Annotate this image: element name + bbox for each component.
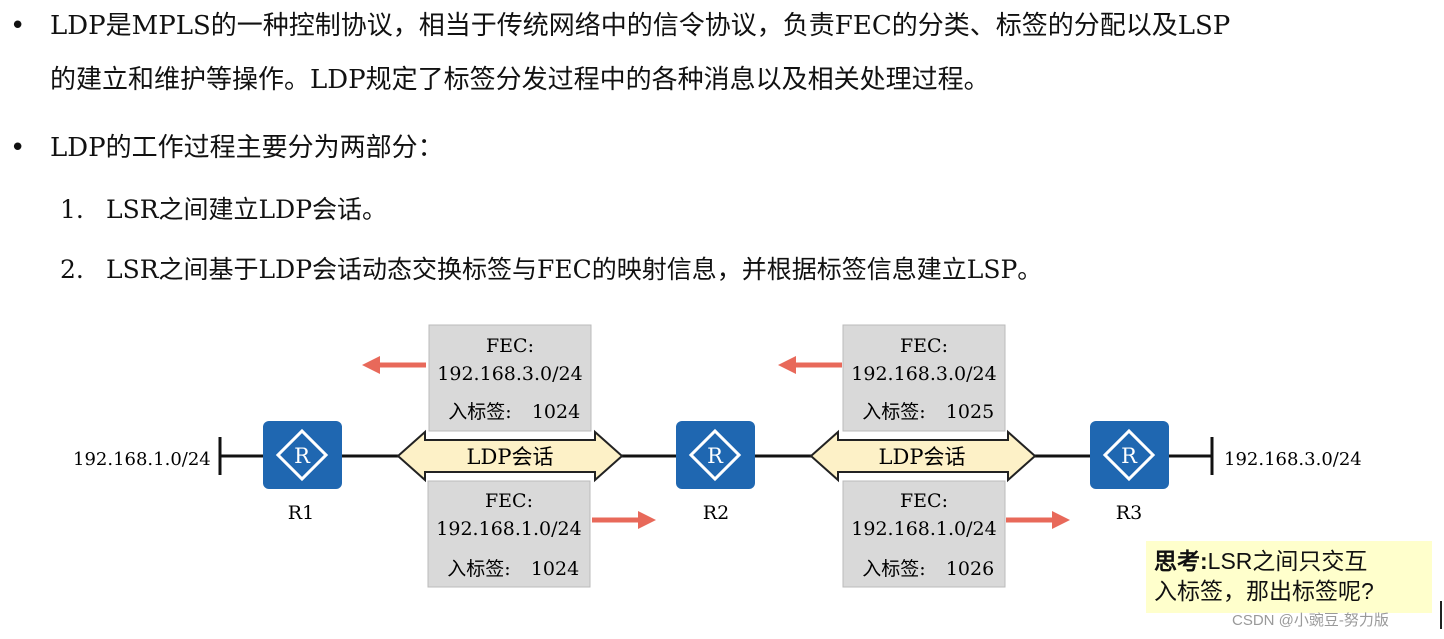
bullet-2-text: LDP的工作过程主要分为两部分： bbox=[50, 133, 444, 163]
in-label-prefix: 入标签: bbox=[862, 401, 925, 423]
fec-prefix: 192.168.3.0/24 bbox=[437, 363, 582, 385]
sub-item-2-number: 2. bbox=[60, 255, 84, 284]
session-arrow-shape bbox=[809, 429, 1037, 483]
think-title: 思考: bbox=[1154, 548, 1208, 574]
router-r2: R R2 bbox=[676, 421, 755, 524]
text-cursor bbox=[1440, 601, 1442, 629]
in-label-value: 1024 bbox=[531, 558, 579, 580]
in-label-value: 1026 bbox=[946, 558, 994, 580]
bullet-dot: • bbox=[10, 133, 26, 163]
fec-box-2: FEC: 192.168.1.0/24 入标签: 1024 bbox=[427, 480, 591, 588]
in-label-value: 1024 bbox=[532, 401, 580, 423]
sub-item-2-text: LSR之间基于LDP会话动态交换标签与FEC的映射信息，并根据标签信息建立LSP… bbox=[106, 255, 1043, 284]
svg-text:R: R bbox=[1121, 444, 1138, 468]
router-r1-label: R1 bbox=[288, 502, 314, 524]
fec-box-3: FEC: 192.168.3.0/24 入标签: 1025 bbox=[842, 324, 1006, 432]
session-2-label: LDP会话 bbox=[879, 445, 966, 469]
fec-label: FEC: bbox=[900, 335, 948, 357]
sub-item-2: 2. LSR之间基于LDP会话动态交换标签与FEC的映射信息，并根据标签信息建立L… bbox=[60, 250, 1042, 290]
router-r2-label: R2 bbox=[703, 502, 729, 524]
left-network-label: 192.168.1.0/24 bbox=[73, 449, 211, 470]
ldp-session-2: LDP会话 bbox=[809, 429, 1037, 483]
router-icon bbox=[263, 421, 342, 489]
bullet-dot: • bbox=[10, 11, 26, 41]
ldp-session-1: LDP会话 bbox=[396, 429, 624, 483]
bullet-1-line2: 的建立和维护等操作。LDP规定了标签分发过程中的各种消息以及相关处理过程。 bbox=[50, 65, 990, 95]
in-label-prefix: 入标签: bbox=[448, 401, 511, 423]
watermark: CSDN @小豌豆-努力版 bbox=[1232, 612, 1389, 629]
fec-prefix: 192.168.1.0/24 bbox=[851, 518, 996, 540]
router-r1: R R1 bbox=[263, 421, 342, 524]
sub-item-1-text: LSR之间建立LDP会话。 bbox=[106, 195, 388, 224]
bullet-1-line1: LDP是MPLS的一种控制协议，相当于传统网络中的信令协议，负责FEC的分类、标… bbox=[50, 11, 1231, 41]
right-network-label: 192.168.3.0/24 bbox=[1224, 449, 1362, 470]
fec-prefix: 192.168.1.0/24 bbox=[436, 518, 581, 540]
sub-item-1: 1. LSR之间建立LDP会话。 bbox=[60, 190, 387, 230]
think-line2: 入标签，那出标签呢? bbox=[1154, 578, 1374, 604]
fec-box-1: FEC: 192.168.3.0/24 入标签: 1024 bbox=[428, 324, 592, 432]
fec-label: FEC: bbox=[900, 490, 948, 512]
svg-text:R: R bbox=[707, 444, 724, 468]
fec-label: FEC: bbox=[486, 335, 534, 357]
think-line1: LSR之间只交互 bbox=[1207, 548, 1368, 574]
in-label-prefix: 入标签: bbox=[862, 558, 925, 580]
in-label-value: 1025 bbox=[946, 401, 994, 423]
fec-label: FEC: bbox=[485, 490, 533, 512]
session-arrow-shape bbox=[396, 429, 624, 483]
router-r3-label: R3 bbox=[1116, 502, 1142, 524]
router-icon bbox=[676, 421, 755, 489]
in-label-prefix: 入标签: bbox=[447, 558, 510, 580]
think-note: 思考:LSR之间只交互 入标签，那出标签呢? bbox=[1146, 541, 1432, 613]
advertise-arrows bbox=[362, 356, 1070, 529]
fec-box-4: FEC: 192.168.1.0/24 入标签: 1026 bbox=[842, 480, 1006, 588]
fec-prefix: 192.168.3.0/24 bbox=[851, 363, 996, 385]
router-icon bbox=[1090, 421, 1169, 489]
session-1-label: LDP会话 bbox=[467, 445, 554, 469]
svg-text:R: R bbox=[294, 444, 311, 468]
router-r3: R R3 bbox=[1090, 421, 1169, 524]
sub-item-1-number: 1. bbox=[60, 195, 84, 224]
